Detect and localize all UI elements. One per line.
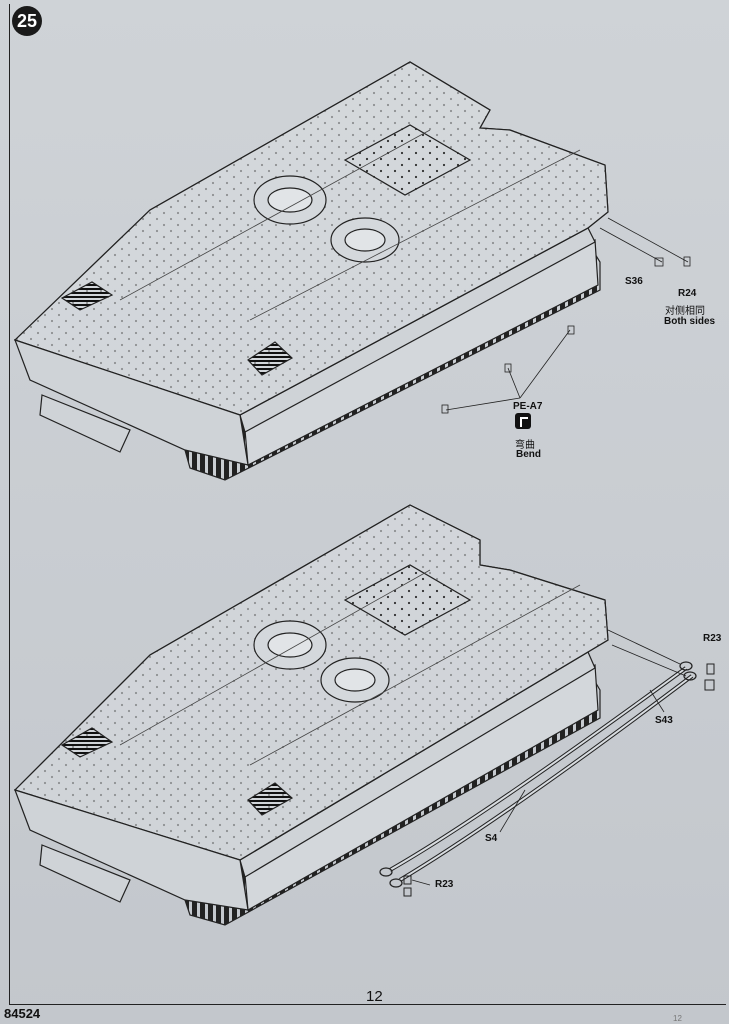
- part-label-s43: S43: [655, 715, 673, 726]
- step-number-badge: 25: [12, 6, 42, 36]
- bend-cn-label: 弯曲: [515, 440, 535, 451]
- corner-mark: 12: [673, 1014, 682, 1023]
- page-frame: [9, 4, 726, 1005]
- part-label-r23-top: R23: [703, 633, 722, 644]
- part-label-s4: S4: [485, 833, 498, 844]
- tow-cables: [379, 629, 715, 897]
- page-number: 12: [366, 988, 383, 1005]
- part-label-r24: R24: [678, 288, 697, 299]
- kit-number: 84524: [4, 1006, 41, 1021]
- bend-label: Bend: [516, 449, 541, 460]
- both-sides-cn-label: 对侧相同: [665, 306, 705, 317]
- both-sides-label: Both sides: [664, 316, 716, 327]
- vehicle-diagram-bottom: [13, 504, 609, 926]
- part-label-s36: S36: [625, 276, 643, 287]
- leader-lines-top: [441, 217, 691, 414]
- part-label-pe-a7: PE-A7: [513, 401, 543, 412]
- part-label-r23-bottom: R23: [435, 879, 454, 890]
- vehicle-diagram-top: [13, 61, 609, 481]
- bend-icon: [515, 413, 531, 429]
